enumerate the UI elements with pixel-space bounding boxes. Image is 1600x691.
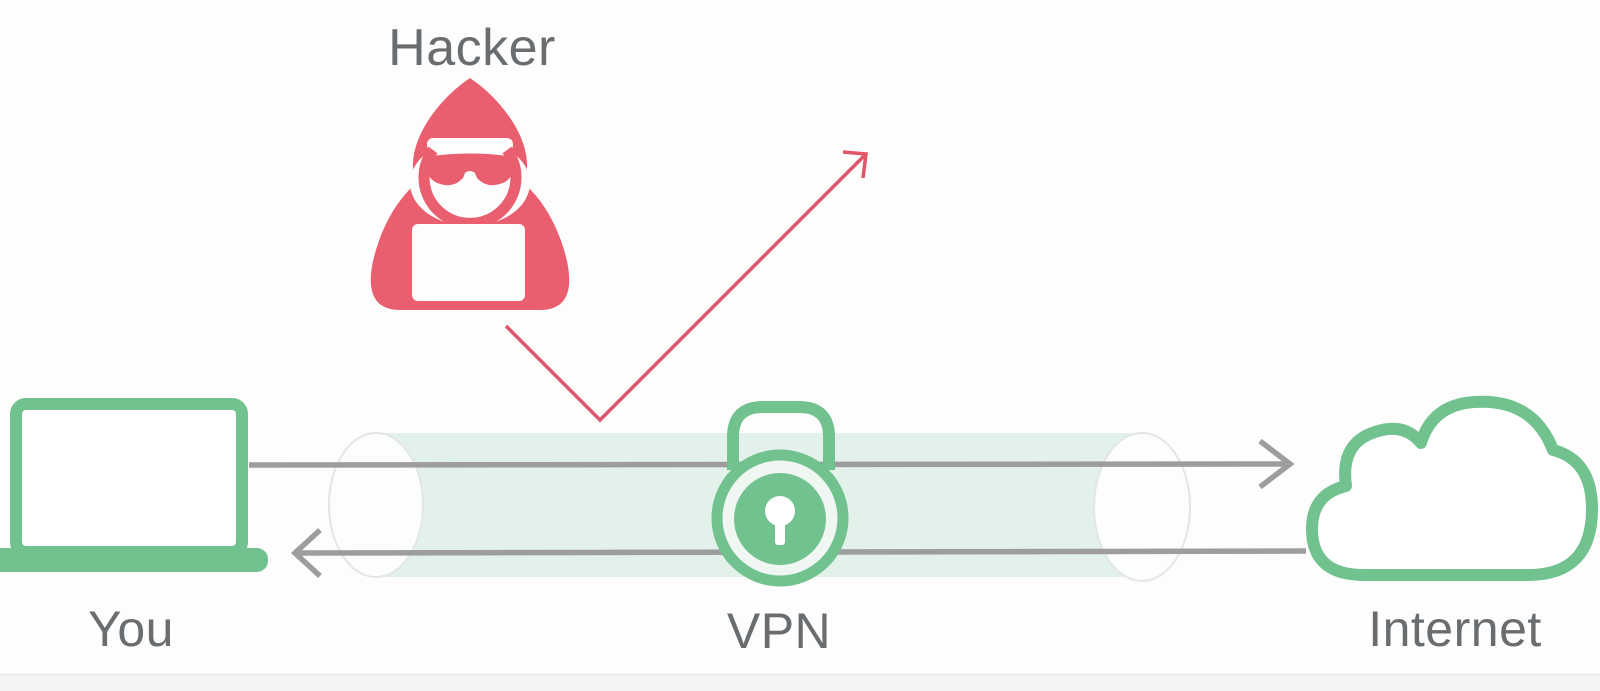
hacker-icon xyxy=(370,78,570,310)
tunnel-left-opening xyxy=(328,432,424,578)
hacker-label: Hacker xyxy=(388,19,556,77)
attack-arrowhead xyxy=(842,150,868,179)
cloud-icon xyxy=(1306,395,1598,581)
bottom-edge-strip xyxy=(0,674,1600,691)
blocked-attack-arrow xyxy=(504,150,868,423)
hacker-laptop xyxy=(412,224,525,301)
keyhole xyxy=(765,496,795,545)
you-label: You xyxy=(88,601,174,657)
laptop-icon xyxy=(0,398,268,572)
padlock-icon xyxy=(711,401,849,587)
padlock-shackle xyxy=(727,401,835,470)
hood-rim xyxy=(418,146,522,229)
vpn-label: VPN xyxy=(726,603,832,659)
sunglasses-icon xyxy=(424,153,516,186)
tunnel-right-opening xyxy=(1093,432,1191,582)
internet-label: Internet xyxy=(1368,601,1542,657)
